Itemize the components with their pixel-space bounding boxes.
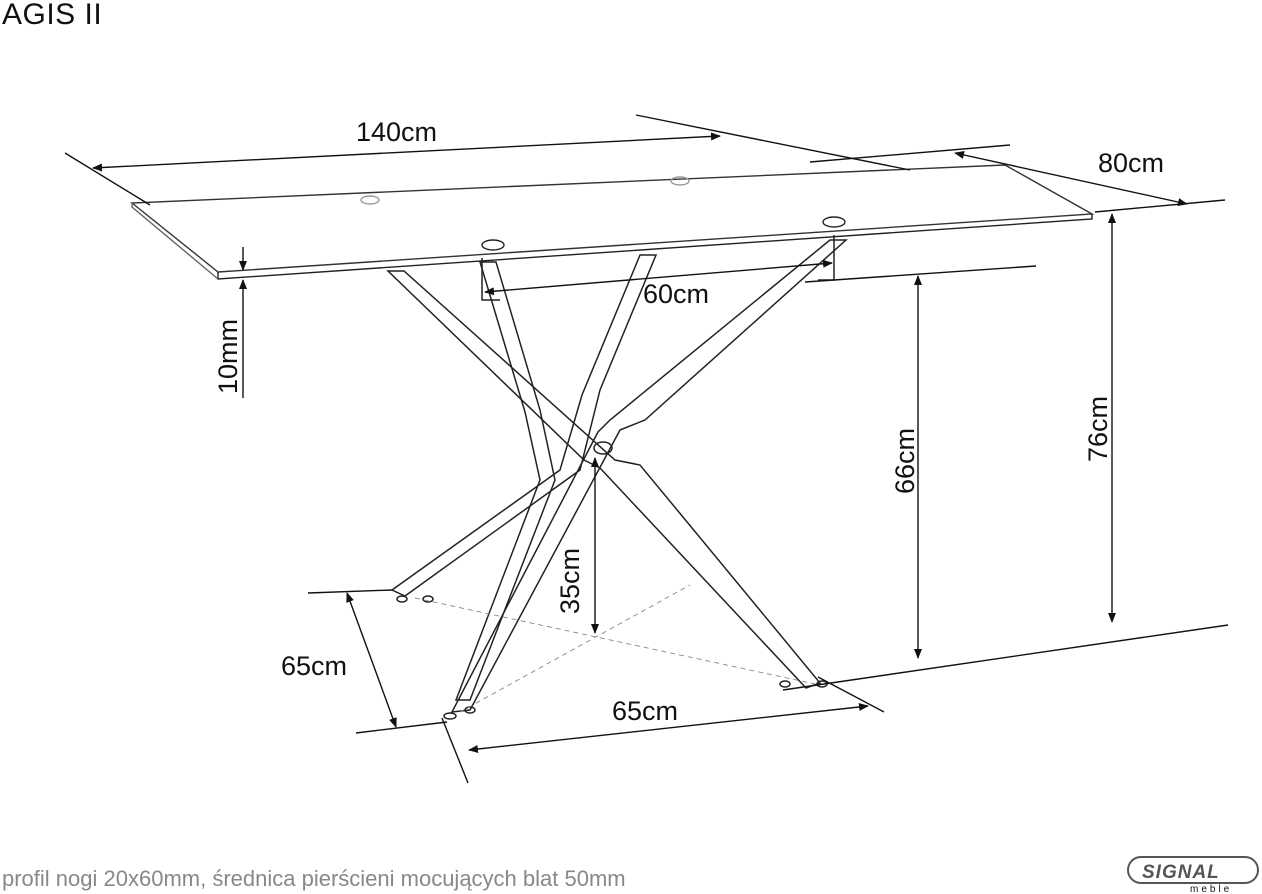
signal-logo: SIGNAL meble [1127, 856, 1259, 894]
length-label: 140cm [356, 117, 437, 147]
base-width-label: 65cm [612, 696, 678, 726]
specification-note: profil nogi 20x60mm, średnica pierścieni… [2, 866, 626, 891]
logo-sub: meble [1190, 884, 1232, 894]
base-depth-label: 65cm [281, 651, 347, 681]
dimension-labels: 140cm 80cm 60cm 10mm 66cm 76cm 35cm 65cm… [213, 117, 1164, 726]
logo-brand: SIGNAL [1142, 862, 1220, 883]
dimension-lines [64, 114, 1229, 784]
total-height-label: 76cm [1083, 396, 1113, 462]
width-label: 80cm [1098, 148, 1164, 178]
top-thickness-label: 10mm [213, 319, 243, 394]
leg-height-label: 66cm [890, 428, 920, 494]
glass-tabletop [130, 164, 1095, 280]
product-title: AGIS II [2, 0, 103, 31]
table-legs [386, 235, 848, 720]
base-span-label: 60cm [643, 279, 709, 309]
cross-height-label: 35cm [555, 548, 585, 614]
